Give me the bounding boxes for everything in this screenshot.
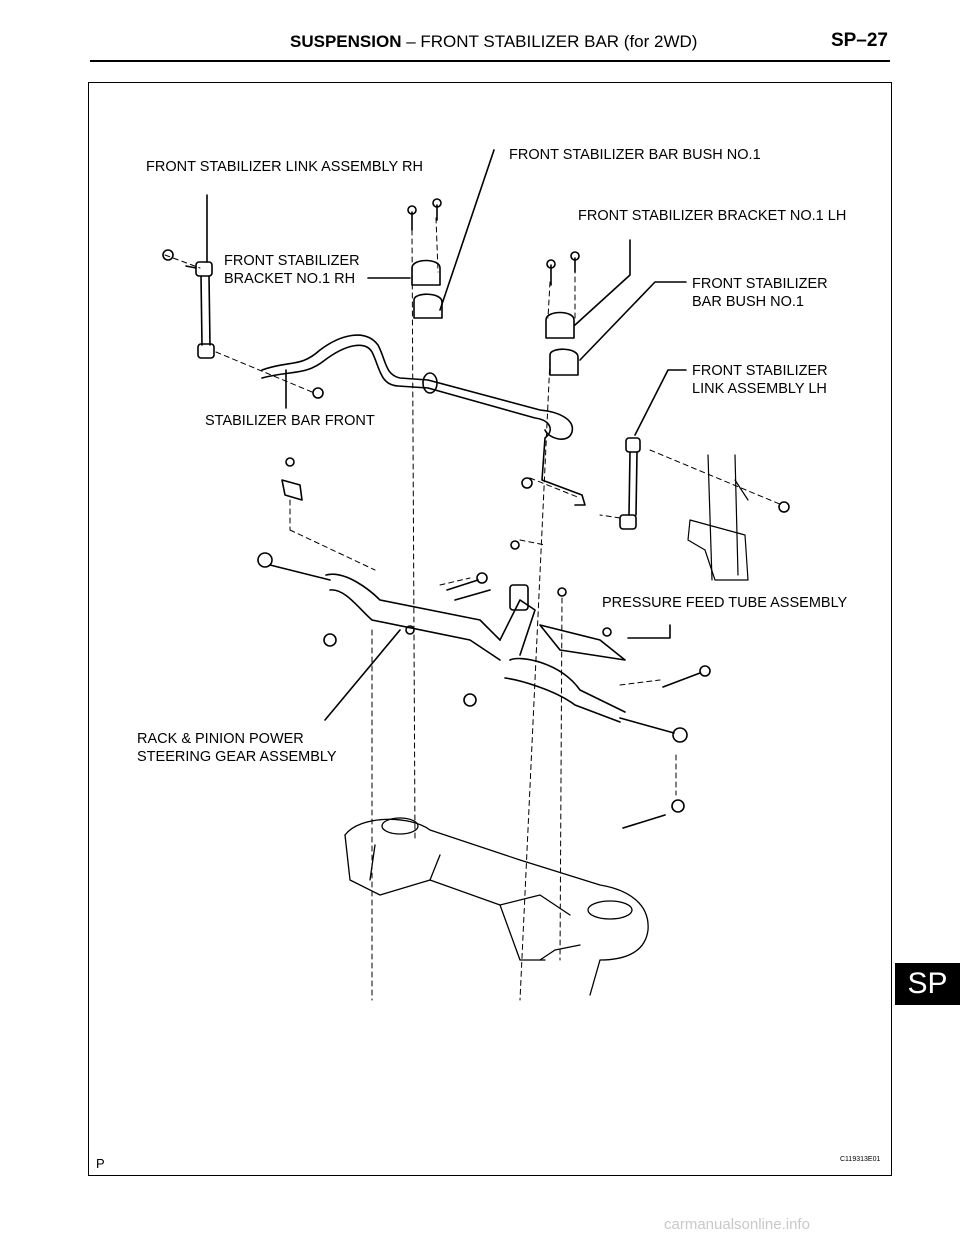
link-rh bbox=[162, 249, 215, 359]
section-subtitle: FRONT STABILIZER BAR (for 2WD) bbox=[420, 32, 698, 51]
label-bracket-lh: FRONT STABILIZER BRACKET NO.1 LH bbox=[578, 208, 847, 224]
illustration-frame bbox=[88, 82, 892, 1176]
steering-gear bbox=[257, 457, 711, 829]
section-name: SUSPENSION bbox=[290, 32, 402, 51]
page-header: SUSPENSION – FRONT STABILIZER BAR (for 2… bbox=[90, 30, 890, 62]
header-rule bbox=[90, 60, 890, 62]
label-link-lh: FRONT STABILIZER LINK ASSEMBLY LH bbox=[692, 363, 828, 397]
label-steering-gear: RACK & PINION POWER STEERING GEAR ASSEMB… bbox=[137, 731, 337, 765]
leader-lines bbox=[206, 149, 687, 721]
label-pressure-tube: PRESSURE FEED TUBE ASSEMBLY bbox=[602, 595, 848, 611]
watermark[interactable]: carmanualsonline.info bbox=[664, 1216, 810, 1233]
strut bbox=[687, 454, 749, 581]
stabilizer-bar bbox=[261, 334, 586, 506]
label-bush-no1-right: FRONT STABILIZER BAR BUSH NO.1 bbox=[692, 276, 828, 310]
link-lh bbox=[521, 437, 790, 530]
crossmember bbox=[344, 817, 649, 996]
page-number: SP–27 bbox=[830, 30, 888, 51]
figure-code: C119313E01 bbox=[840, 1156, 881, 1163]
label-bracket-rh: FRONT STABILIZER BRACKET NO.1 RH bbox=[224, 253, 360, 287]
title-separator: – bbox=[401, 32, 421, 51]
label-bush-no1-top: FRONT STABILIZER BAR BUSH NO.1 bbox=[509, 147, 761, 163]
assembly-lines bbox=[164, 217, 783, 1001]
section-tab: SP bbox=[895, 963, 960, 1005]
label-link-rh: FRONT STABILIZER LINK ASSEMBLY RH bbox=[146, 159, 423, 175]
bush-brackets bbox=[407, 198, 580, 376]
page-title: SUSPENSION – FRONT STABILIZER BAR (for 2… bbox=[290, 32, 697, 52]
footer-mark: P bbox=[96, 1156, 105, 1171]
label-stabilizer-bar: STABILIZER BAR FRONT bbox=[205, 413, 375, 429]
